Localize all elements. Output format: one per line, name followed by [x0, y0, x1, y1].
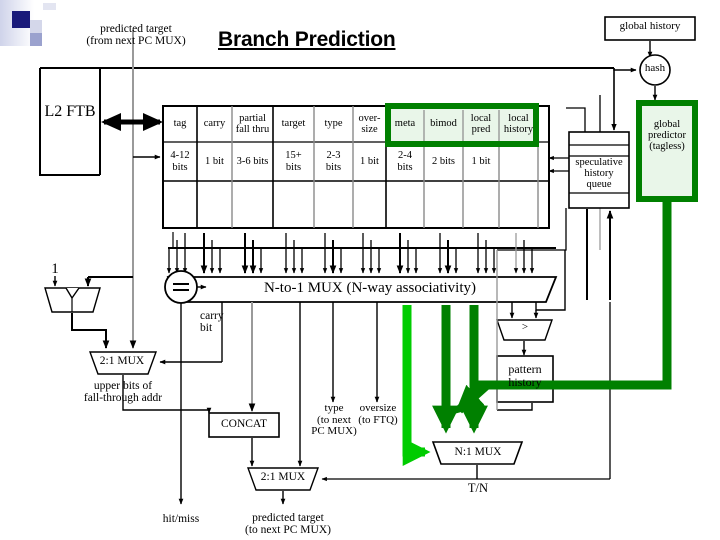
ftb-column-header-1: carry: [203, 118, 226, 130]
label-oversize-out: oversize (to FTQ): [358, 402, 398, 426]
label-small-compare-mux: >: [521, 321, 529, 333]
label-mux-2-1-upper: 2:1 MUX: [99, 355, 145, 367]
label-global-predictor: global predictor (tagless): [648, 119, 686, 153]
label-type-out: type (to next PC MUX): [311, 402, 357, 438]
ftb-column-value-2: 3-6 bits: [236, 155, 269, 167]
label-t-n: T/N: [467, 481, 489, 495]
label-upper-bits-fall-through: upper bits of fall-through addr: [83, 380, 163, 405]
label-mux-2-1-lower: 2:1 MUX: [260, 471, 306, 483]
ftb-column-value-0: 4-12 bits: [170, 150, 190, 173]
label-constant-one: 1: [51, 261, 59, 277]
ftb-column-header-2: partial fall thru: [235, 112, 270, 135]
label-pattern-history: pattern history: [508, 362, 542, 389]
label-carry-bit: carry bit: [200, 310, 224, 335]
label-n-to-1-mux: N-to-1 MUX (N-way associativity): [263, 280, 477, 296]
label-hash: hash: [644, 62, 666, 74]
ftb-column-header-5: over- size: [358, 112, 381, 135]
ftb-column-header-0: tag: [173, 118, 187, 130]
label-predicted-target-out: predicted target (to next PC MUX): [245, 512, 331, 537]
label-speculative-history-queue: speculative history queue: [575, 157, 623, 191]
label-concat: CONCAT: [220, 418, 267, 430]
ftb-column-value-6: 2-4 bits: [397, 150, 413, 173]
label-global-history: global history: [619, 20, 681, 32]
decoration-corner-blocks: [0, 0, 56, 56]
ftb-column-header-4: type: [324, 118, 343, 130]
ftb-column-value-1: 1 bit: [205, 155, 224, 167]
ftb-column-header-3: target: [281, 118, 306, 130]
ftb-column-header-8: local pred: [470, 112, 492, 135]
ftb-column-value-8: 1 bit: [471, 155, 491, 167]
ftb-column-value-3: 15+ bits: [285, 150, 302, 173]
ftb-column-value-7: 2 bits: [431, 155, 456, 167]
page-title: Branch Prediction: [218, 28, 396, 51]
ftb-column-value-4: 2-3 bits: [325, 150, 342, 173]
ftb-column-value-5: 1 bit: [360, 155, 379, 167]
label-mux-n-1: N:1 MUX: [454, 446, 502, 458]
label-hit-miss: hit/miss: [162, 513, 200, 525]
label-l2-ftb: L2 FTB: [44, 103, 96, 120]
ftb-column-header-6: meta: [394, 118, 416, 130]
ftb-column-header-7: bimod: [430, 118, 457, 130]
label-predicted-target-in: predicted target (from next PC MUX): [86, 23, 186, 48]
ftb-column-header-9: local history: [503, 112, 534, 135]
ftb-column-value-9: [499, 143, 538, 180]
